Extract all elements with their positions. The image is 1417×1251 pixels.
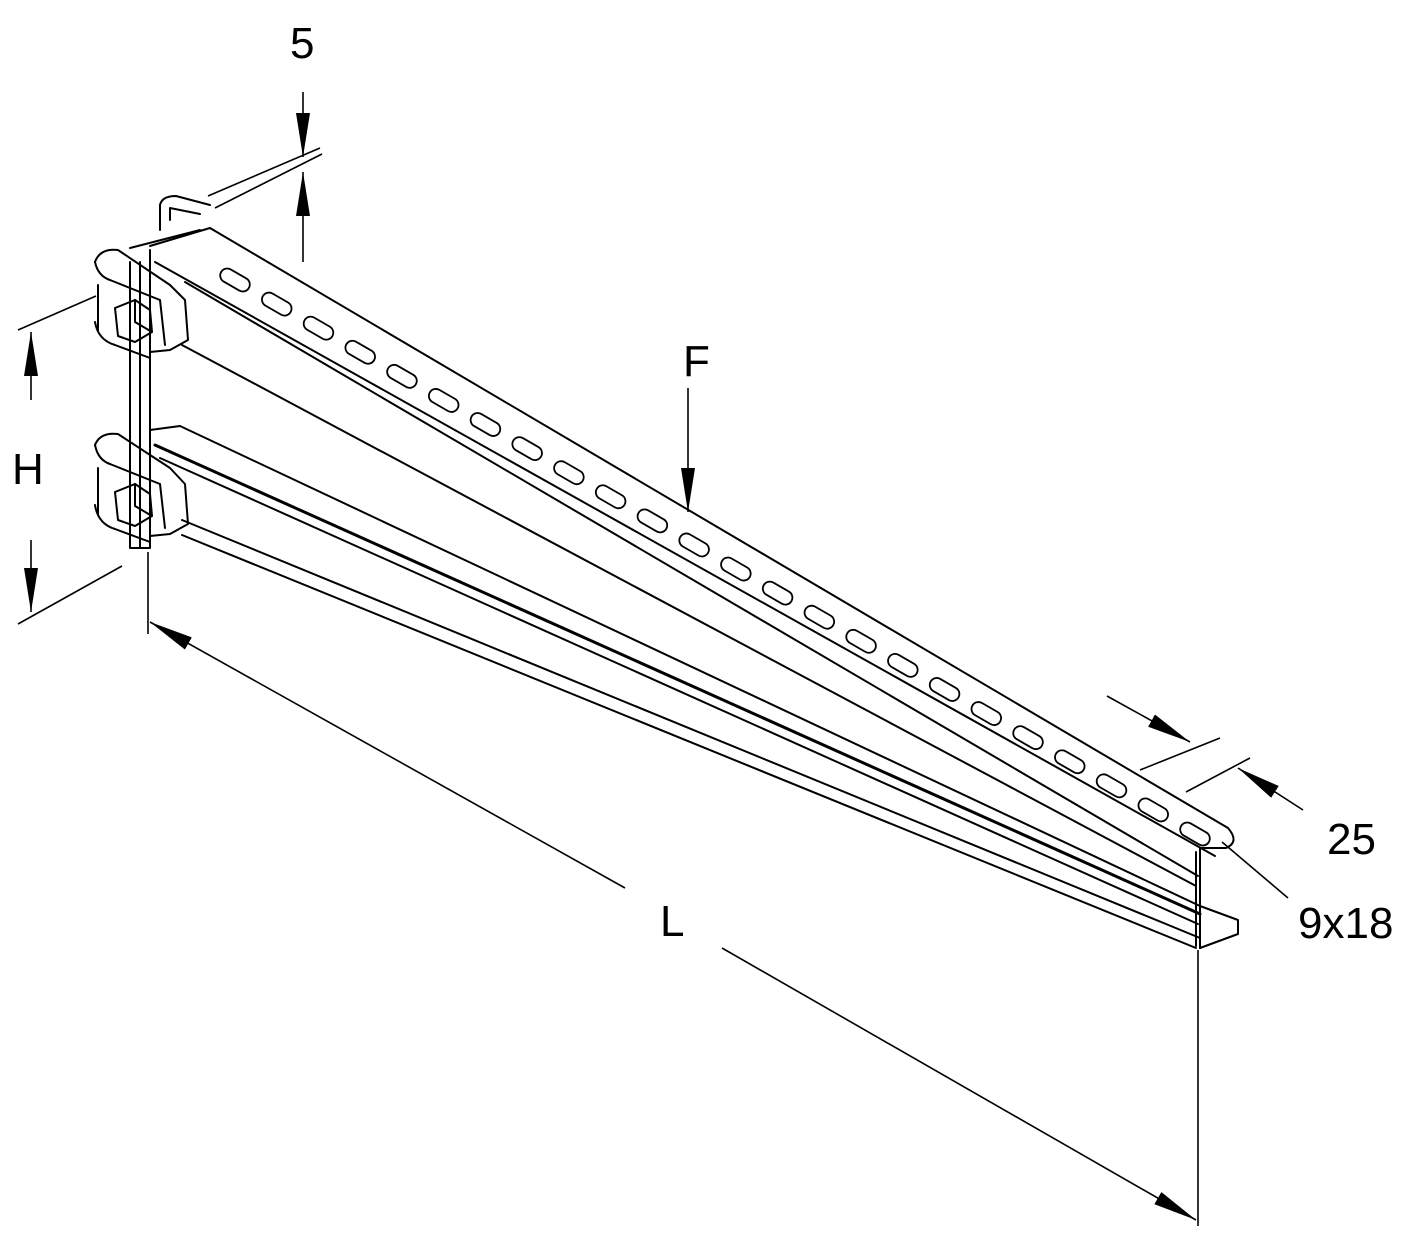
slot [970, 701, 1002, 726]
slot [803, 604, 836, 630]
thickness-label: 5 [290, 19, 315, 68]
slot [469, 412, 502, 437]
height-label: H [12, 445, 44, 494]
slot [1054, 749, 1086, 775]
slot [1012, 725, 1044, 751]
slot [636, 508, 669, 534]
slot [845, 628, 877, 654]
slot [594, 484, 627, 510]
slot [386, 363, 418, 389]
slot [261, 291, 293, 317]
dim-thickness [207, 92, 323, 262]
dim-height [17, 295, 123, 625]
slot [1137, 797, 1169, 823]
mount-plate [129, 195, 211, 549]
slot [302, 315, 335, 341]
slot [678, 532, 710, 558]
slot [928, 677, 961, 702]
slot [1179, 821, 1211, 847]
dim-slot-leader [1221, 841, 1289, 899]
load-label: F [683, 337, 710, 386]
bracket-arm [149, 227, 1239, 949]
slot [344, 339, 376, 365]
slot [219, 267, 251, 293]
dim-length [147, 552, 1199, 1226]
slot [511, 436, 543, 462]
lower-clamp [94, 432, 189, 543]
upper-bolt [114, 299, 153, 343]
dim-flange-width [1106, 695, 1304, 811]
length-label: L [660, 897, 685, 946]
slot [428, 388, 460, 413]
slot [1095, 773, 1128, 799]
slot-size-label: 9x18 [1298, 899, 1394, 948]
lower-bolt [114, 483, 153, 527]
flange-width-label: 25 [1327, 815, 1376, 864]
slot [761, 580, 794, 606]
upper-clamp [94, 248, 189, 359]
slot [553, 460, 585, 486]
slot [720, 556, 752, 582]
slot [887, 652, 919, 678]
slot-row [219, 267, 1211, 847]
